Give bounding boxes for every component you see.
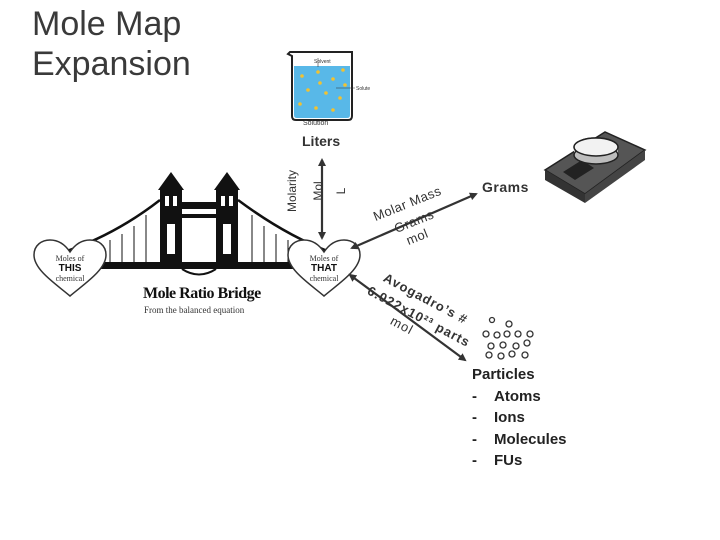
bridge-name: Mole Ratio Bridge bbox=[143, 285, 261, 302]
right-heart-label: Moles of THAT chemical bbox=[300, 254, 348, 284]
beaker-solute-label: Solute bbox=[356, 86, 371, 92]
right-heart-big: THAT bbox=[311, 263, 337, 274]
beaker-icon bbox=[286, 51, 355, 121]
left-heart-label: Moles of THIS chemical bbox=[46, 254, 94, 284]
molarity-label: Molarity bbox=[285, 170, 299, 213]
list-item: -FUs bbox=[472, 452, 523, 469]
list-item: -Molecules bbox=[472, 430, 567, 448]
beaker-caption: Solution bbox=[303, 120, 329, 127]
left-heart-top: Moles of bbox=[55, 254, 85, 263]
left-heart-bottom: chemical bbox=[55, 274, 85, 283]
molarity-mol-label: Mol bbox=[311, 181, 325, 201]
beaker-solvent-label: Solvent bbox=[314, 59, 331, 65]
title-line-2: Expansion bbox=[32, 45, 191, 83]
particles-list: Particles -Atoms -Ions -Molecules -FUs bbox=[472, 364, 567, 472]
particles-arrow bbox=[348, 273, 467, 362]
bridge-subtitle: From the balanced equation bbox=[144, 305, 245, 315]
balance-scale-icon bbox=[543, 131, 647, 203]
right-heart-bottom: chemical bbox=[309, 274, 339, 283]
bridge-icon bbox=[63, 172, 331, 276]
title-line-1: Mole Map bbox=[32, 5, 182, 43]
molarity-l-label: L bbox=[334, 187, 348, 195]
grams-arrow bbox=[350, 192, 478, 250]
right-heart-top: Moles of bbox=[309, 254, 339, 263]
particles-heading: Particles bbox=[472, 366, 535, 383]
liters-label: Liters bbox=[302, 133, 341, 149]
grams-label: Grams bbox=[482, 179, 529, 195]
heart-icon-left bbox=[33, 239, 107, 297]
heart-icon-right bbox=[287, 239, 361, 297]
list-item: -Ions bbox=[472, 409, 525, 426]
particles-icon bbox=[482, 316, 534, 360]
list-item: -Atoms bbox=[472, 387, 541, 405]
page-title: Mole Map Expansion bbox=[32, 4, 191, 84]
left-heart-big: THIS bbox=[58, 263, 82, 274]
